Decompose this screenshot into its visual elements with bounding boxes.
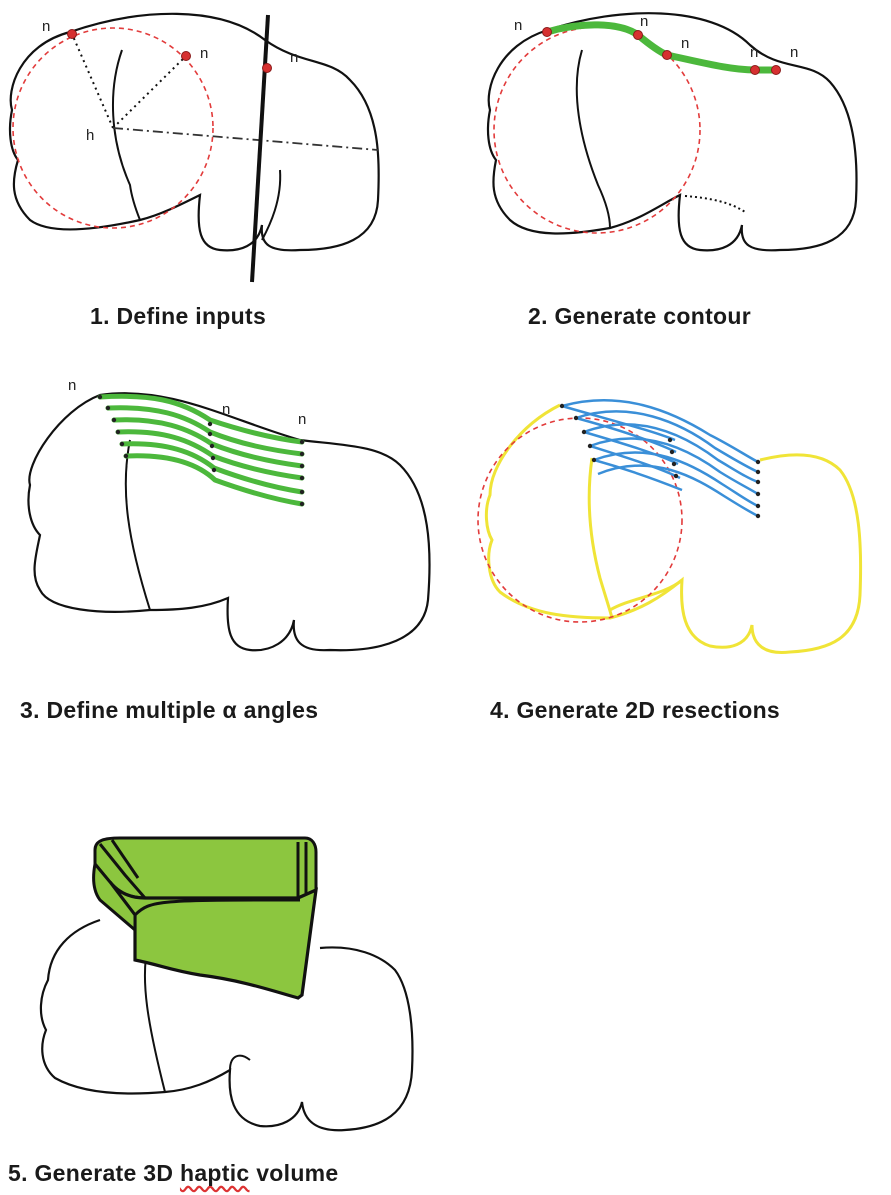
neck-line	[126, 440, 150, 610]
dotted-curve	[685, 196, 745, 212]
neck-line-yellow	[589, 458, 612, 618]
neck-line	[113, 50, 140, 220]
point-marker	[182, 52, 191, 61]
label-n: n	[290, 49, 298, 66]
label-n: n	[68, 377, 76, 394]
label-n: n	[681, 35, 689, 52]
bone-outline	[488, 13, 857, 250]
point-marker	[68, 30, 77, 39]
label-n: n	[222, 401, 230, 418]
neck-line	[577, 50, 610, 228]
point-marker	[751, 66, 760, 75]
alpha-angle-lines	[100, 396, 302, 504]
caption-define-angles: 3. Define multiple α angles	[20, 697, 318, 724]
label-n: n	[514, 17, 522, 34]
diagram-define-inputs: n n n h	[0, 0, 420, 300]
caption-generate-resections: 4. Generate 2D resections	[490, 697, 780, 724]
bone-outline	[28, 393, 429, 650]
caption-prefix: 5. Generate 3D	[8, 1160, 180, 1186]
trochanter-line	[262, 170, 280, 240]
radius-line	[72, 34, 113, 128]
caption-define-inputs: 1. Define inputs	[90, 303, 266, 330]
label-n: n	[200, 45, 208, 62]
panel-define-angles: n n n 3. Define multiple α angles	[0, 370, 445, 730]
diagram-generate-resections	[460, 370, 891, 670]
panel-haptic-volume: 5. Generate 3D haptic volume	[0, 820, 460, 1195]
radius-line	[113, 56, 186, 128]
neck-axis	[113, 128, 378, 150]
panel-define-inputs: n n n h 1. Define inputs	[0, 0, 420, 340]
label-n: n	[640, 13, 648, 30]
point-marker	[663, 51, 672, 60]
diagram-haptic-volume	[0, 820, 460, 1150]
point-marker	[634, 31, 643, 40]
panel-generate-contour: n n n n n 2. Generate contour	[470, 0, 891, 340]
caption-generate-contour: 2. Generate contour	[528, 303, 751, 330]
haptic-volume-top	[95, 838, 316, 898]
point-marker	[772, 66, 781, 75]
label-n: n	[750, 44, 758, 61]
label-n: n	[42, 18, 50, 35]
caption-underlined-word: haptic	[180, 1160, 250, 1186]
caption-suffix: volume	[250, 1160, 339, 1186]
bone-outline	[10, 14, 379, 251]
label-h: h	[86, 127, 94, 144]
panel-generate-resections: 4. Generate 2D resections	[460, 370, 891, 730]
label-n: n	[790, 44, 798, 61]
point-marker	[263, 64, 272, 73]
diagram-define-angles: n n n	[0, 370, 445, 670]
diagram-generate-contour: n n n n n	[470, 0, 891, 300]
caption-haptic-volume: 5. Generate 3D haptic volume	[8, 1160, 339, 1187]
trochanter-line	[230, 1056, 250, 1070]
green-contour	[547, 25, 776, 70]
point-marker	[543, 28, 552, 37]
label-n: n	[298, 411, 306, 428]
